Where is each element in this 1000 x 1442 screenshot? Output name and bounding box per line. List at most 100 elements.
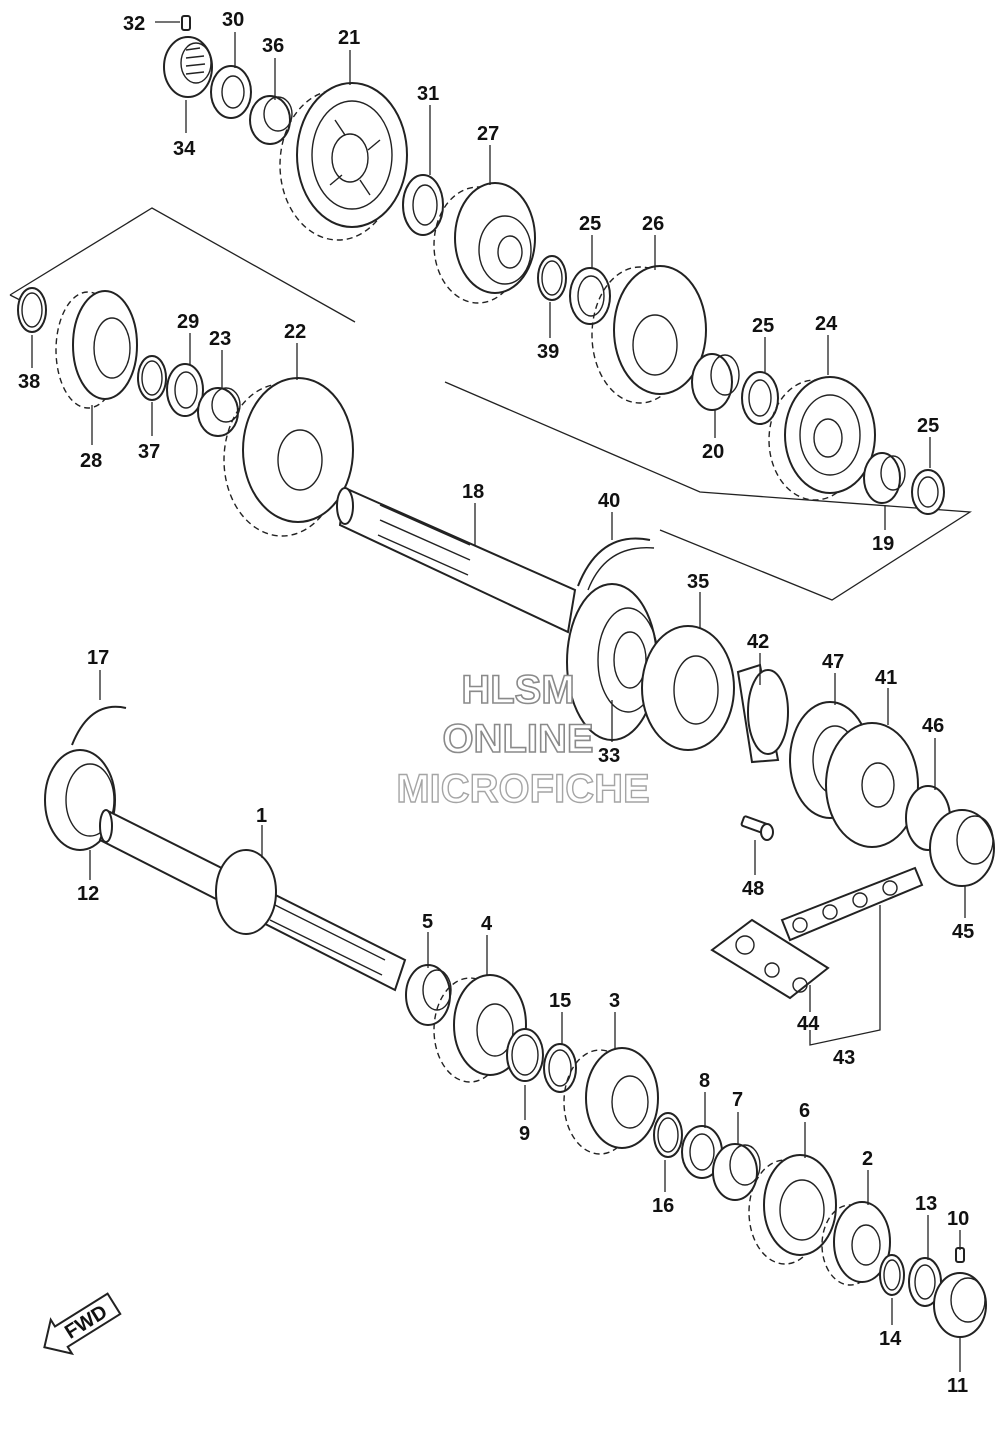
callout-26: 26 (642, 213, 664, 235)
fwd-arrow-icon: FWD (43, 1292, 122, 1356)
callout-32: 32 (123, 13, 145, 35)
countershaft-group-outline (9, 207, 972, 601)
circlip-39 (537, 255, 567, 301)
callout-44: 44 (797, 1013, 820, 1035)
callout-24: 24 (815, 313, 838, 335)
washer-29 (166, 363, 204, 417)
callout-37: 37 (138, 441, 160, 463)
callout-labels: 32 30 36 21 34 31 27 25 26 39 25 24 20 2… (18, 9, 974, 1397)
callout-14: 14 (879, 1328, 902, 1350)
circlip-14 (879, 1254, 905, 1296)
callout-25-c: 25 (917, 415, 939, 437)
circlip-40 (577, 537, 655, 591)
leader-lines (31, 21, 966, 1372)
callout-36: 36 (262, 35, 284, 57)
callout-12: 12 (77, 883, 99, 905)
seal-35 (641, 625, 735, 751)
washer-25-right (911, 469, 945, 515)
bolt-48 (740, 815, 774, 841)
callout-9: 9 (519, 1123, 530, 1145)
pin-10 (955, 1247, 965, 1263)
callout-3: 3 (609, 990, 620, 1012)
callout-20: 20 (702, 441, 724, 463)
gear-28 (55, 290, 138, 409)
chain-43 (780, 866, 924, 942)
callout-43: 43 (833, 1047, 855, 1069)
callout-41: 41 (875, 667, 897, 689)
callout-5: 5 (422, 911, 433, 933)
callout-6: 6 (799, 1100, 810, 1122)
bearing-12 (44, 749, 116, 851)
bearing-11 (933, 1272, 987, 1338)
chain-joint-44 (710, 918, 830, 1000)
circlip-16 (653, 1112, 683, 1158)
circlip-38 (17, 287, 47, 333)
gear-24 (768, 376, 876, 501)
pin-32 (181, 15, 191, 31)
callout-18: 18 (462, 481, 484, 503)
sprocket-41 (825, 722, 919, 848)
callout-30: 30 (222, 9, 244, 31)
callout-45: 45 (952, 921, 974, 943)
callout-22: 22 (284, 321, 306, 343)
bushing-36 (249, 95, 293, 145)
callout-25-a: 25 (579, 213, 601, 235)
circlip-9 (506, 1028, 544, 1082)
callout-21: 21 (338, 27, 360, 49)
callout-13: 13 (915, 1193, 937, 1215)
callout-1: 1 (256, 805, 267, 827)
circlip-17 (71, 705, 127, 746)
callout-2: 2 (862, 1148, 873, 1170)
mainshaft-1 (98, 809, 407, 992)
callout-33: 33 (598, 745, 620, 767)
callout-15: 15 (549, 990, 571, 1012)
callout-39: 39 (537, 341, 559, 363)
washer-13 (908, 1257, 942, 1307)
callout-31: 31 (417, 83, 439, 105)
washer-31 (402, 174, 444, 236)
gear-27 (433, 182, 536, 304)
callout-11: 11 (947, 1375, 968, 1397)
callout-34: 34 (173, 138, 196, 160)
callout-35: 35 (687, 571, 709, 593)
washer-15 (543, 1043, 577, 1093)
circlip-37 (137, 355, 167, 401)
callout-17: 17 (87, 647, 109, 669)
callout-8: 8 (699, 1070, 710, 1092)
washer-25-upper (569, 267, 611, 325)
callout-38: 38 (18, 371, 40, 393)
gear-26 (591, 265, 707, 404)
washer-30 (210, 65, 252, 119)
callout-4: 4 (481, 913, 493, 935)
callout-48: 48 (742, 878, 764, 900)
watermark-line-2: ONLINE (442, 717, 593, 761)
callout-28: 28 (80, 450, 102, 472)
washer-8 (681, 1125, 723, 1179)
gear-2 (821, 1201, 891, 1286)
bearing-19 (863, 452, 906, 504)
bushing-23 (197, 387, 241, 437)
callout-46: 46 (922, 715, 944, 737)
callout-19: 19 (872, 533, 894, 555)
callout-16: 16 (652, 1195, 674, 1217)
callout-42: 42 (747, 631, 769, 653)
callout-47: 47 (822, 651, 844, 673)
washer-25-mid (741, 371, 779, 425)
gear-6 (748, 1154, 837, 1265)
bearing-20 (691, 353, 740, 411)
gear-21 (279, 82, 408, 241)
callout-40: 40 (598, 490, 620, 512)
bushing-45 (929, 809, 995, 887)
callout-23: 23 (209, 328, 231, 350)
gear-3 (563, 1047, 659, 1155)
gear-22 (223, 377, 354, 537)
spacer-42 (736, 663, 789, 764)
bushing-5 (405, 964, 452, 1026)
callout-29: 29 (177, 311, 199, 333)
callout-25-b: 25 (752, 315, 774, 337)
watermark-line-1: HLSM (461, 668, 574, 712)
countershaft-18 (336, 486, 577, 634)
watermark: HLSM ONLINE MICROFICHE (396, 667, 651, 812)
